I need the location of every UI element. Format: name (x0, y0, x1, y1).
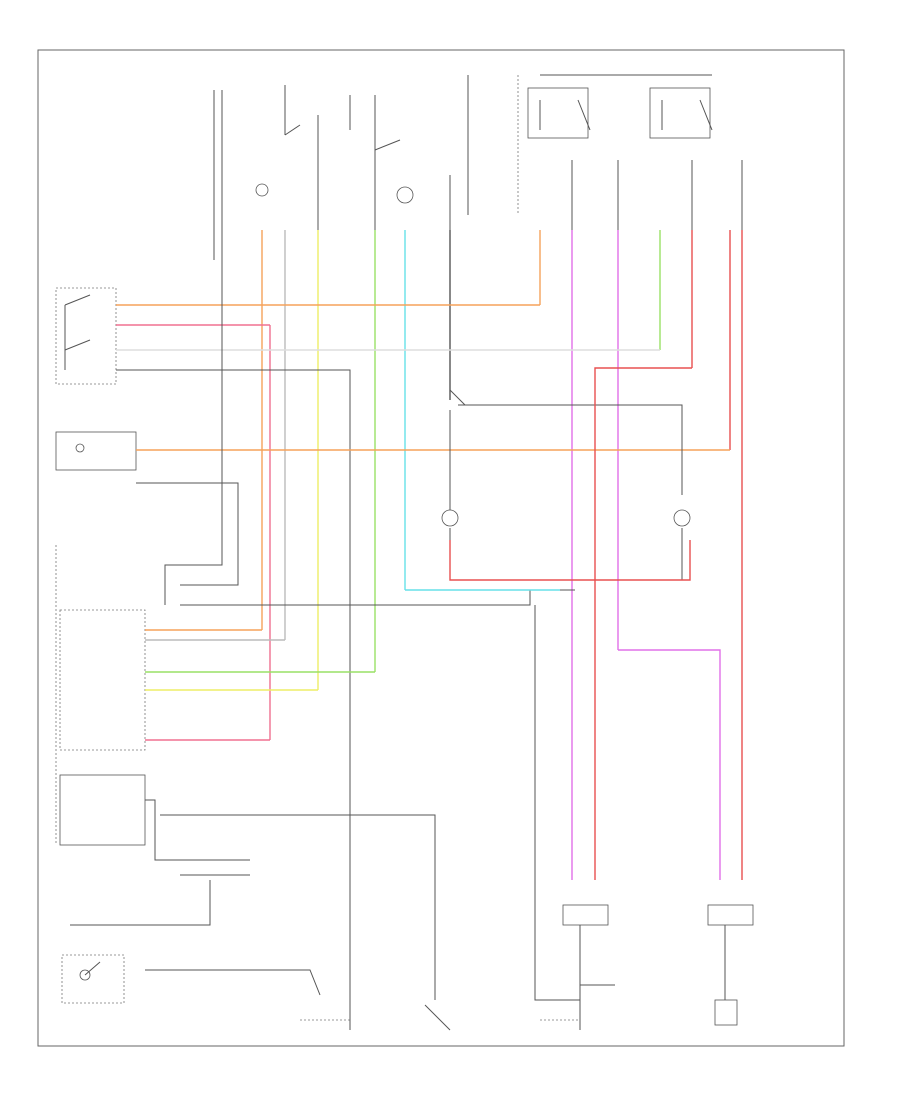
wire-red-rh (594, 367, 692, 880)
wire-gray-h3 (164, 260, 223, 605)
module-box (55, 431, 137, 471)
right-lamp (714, 999, 738, 1026)
wire-gray-h9 (70, 880, 211, 926)
wire-darkgray-h1 (116, 369, 351, 1020)
top-bracket (467, 75, 519, 215)
wire-gray-bottom (534, 605, 580, 1001)
relay-top-left (527, 87, 591, 139)
fuse-columns (571, 160, 743, 260)
wire-gray-h6 (160, 814, 436, 1000)
control-module (55, 545, 146, 846)
left-headlight (562, 904, 609, 1030)
relay-top-right (649, 87, 713, 139)
ground-block-2 (424, 1004, 451, 1031)
wire-gray-h2 (136, 482, 239, 586)
ignition-switch (61, 954, 125, 1004)
center-lamp-circuit (441, 389, 691, 580)
ground-block-1 (300, 1019, 351, 1030)
right-headlight (707, 904, 754, 1000)
wire-magenta-rh (618, 649, 721, 880)
diagram-frame (37, 49, 845, 1047)
wire-red-loop (449, 540, 691, 581)
wire-gray-ign (145, 969, 321, 996)
wire-gray-h7 (145, 799, 250, 861)
wire-gray-h4 (180, 589, 575, 606)
switch-assembly (55, 287, 117, 385)
